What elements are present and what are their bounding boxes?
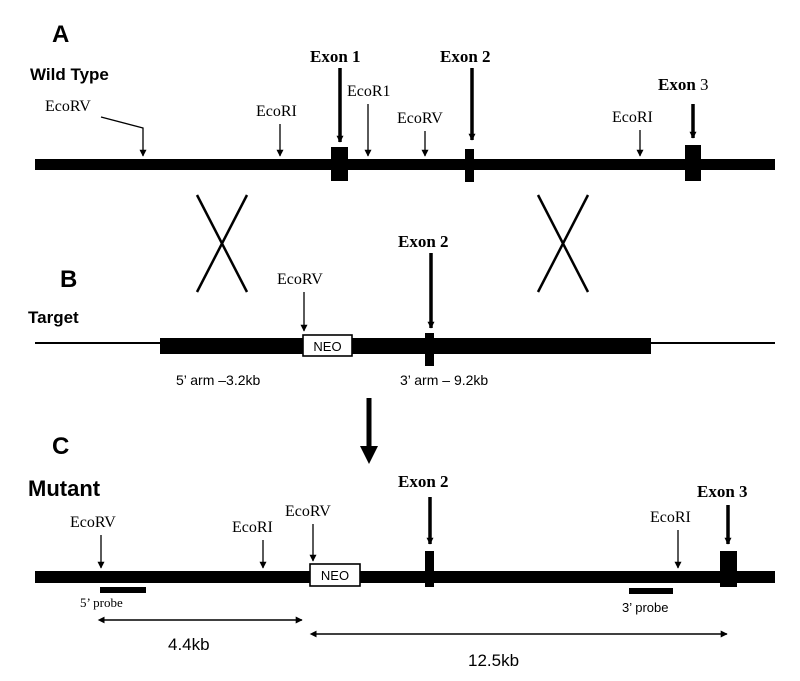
wt-exon-2 — [465, 149, 474, 182]
panel-c: C Mutant NEO EcoRV EcoRI EcoRV Exon 2 Ec… — [28, 433, 775, 670]
mutant-exon-2 — [425, 551, 434, 587]
wt-exon-3 — [685, 145, 701, 181]
wild-type-chromosome — [35, 159, 775, 170]
crossover-marks — [195, 194, 590, 293]
wt-ecorv-1-arrow — [100, 116, 147, 157]
target-5-arm-label: 5’ arm –3.2kb — [176, 372, 261, 388]
wt-exon-1-label: Exon 1 — [310, 47, 361, 66]
wt-ecori-3-label: EcoRI — [612, 109, 653, 126]
mutant-neo-label: NEO — [321, 568, 349, 583]
panel-c-title: Mutant — [28, 476, 101, 501]
target-exon-2 — [425, 333, 434, 366]
wt-ecori-1-label: EcoRI — [256, 103, 297, 120]
panel-b-title: Target — [28, 308, 79, 327]
mutant-exon-2-label: Exon 2 — [398, 472, 449, 491]
target-ecorv-label: EcoRV — [277, 271, 323, 288]
mutant-ecorv-2-label: EcoRV — [285, 503, 331, 520]
wt-exon-3-word: Exon — [658, 75, 696, 94]
panel-a-title: Wild Type — [30, 65, 109, 84]
distance-4-4kb-label: 4.4kb — [168, 635, 210, 654]
wt-ecorv-2-label: EcoRV — [397, 110, 443, 127]
mutant-exon-3 — [720, 551, 737, 587]
mutant-ecorv-1-label: EcoRV — [70, 514, 116, 531]
probe-5-bar — [100, 587, 146, 593]
probe-3-bar — [629, 588, 673, 594]
recombination-arrowhead — [360, 446, 378, 464]
target-homology-arms — [160, 338, 651, 354]
wt-exon-1 — [331, 147, 348, 181]
target-neo-cassette — [302, 334, 353, 357]
mutant-ecori-2-label: EcoRI — [650, 509, 691, 526]
mutant-exon-3-label: Exon 3 — [697, 482, 748, 501]
distance-12-5kb-label: 12.5kb — [468, 651, 519, 670]
probe-5-label: 5’ probe — [80, 595, 123, 610]
panel-b: B Target NEO EcoRV Exon 2 5’ arm –3.2kb … — [28, 232, 775, 388]
wt-ecori-2-label: EcoR1 — [347, 83, 391, 100]
wt-exon-2-label: Exon 2 — [440, 47, 491, 66]
target-exon-2-label: Exon 2 — [398, 232, 449, 251]
wt-ecorv-1-label: EcoRV — [45, 98, 91, 115]
panel-a: A Wild Type EcoRV EcoRI Exon 1 EcoR1 Eco… — [30, 21, 775, 182]
panel-b-letter: B — [60, 266, 77, 293]
mutant-neo-cassette — [309, 563, 361, 587]
wt-exon-3-label: Exon 3 — [658, 75, 709, 94]
wt-exon-3-number: 3 — [700, 75, 709, 94]
crossover-left-b — [195, 194, 249, 293]
mutant-ecori-1-label: EcoRI — [232, 519, 273, 536]
target-3-arm-label: 3’ arm – 9.2kb — [400, 372, 488, 388]
probe-3-label: 3’ probe — [622, 600, 669, 615]
target-neo-label: NEO — [313, 339, 341, 354]
panel-a-letter: A — [52, 21, 69, 48]
mutant-chromosome — [35, 571, 775, 583]
panel-c-letter: C — [52, 433, 69, 460]
crossover-right-b — [536, 194, 590, 293]
